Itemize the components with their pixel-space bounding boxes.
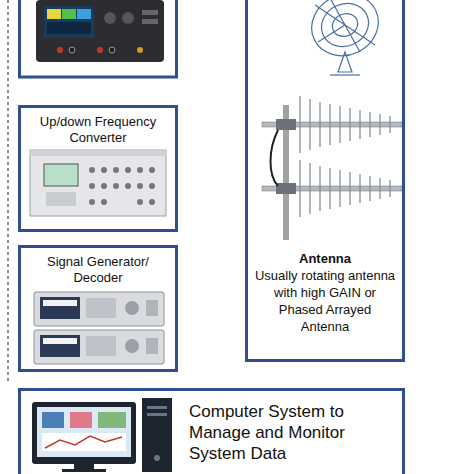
computer-box: Computer System to Manage and Monitor Sy… xyxy=(18,388,405,474)
antenna-box: AntennaUsually rotating antenna with hig… xyxy=(245,0,405,362)
text-wrap: Computer System to Manage and Monitor Sy… xyxy=(21,391,402,464)
text-wrap: AntennaUsually rotating antenna with hig… xyxy=(248,0,402,335)
converter-box: Up/down Frequency Converter xyxy=(18,105,178,232)
converter-picture xyxy=(30,150,166,216)
computer-picture xyxy=(32,398,172,472)
power-supply-picture xyxy=(36,0,164,62)
signal-generator-picture xyxy=(34,292,164,364)
generator-box: Signal Generator/ Decoder xyxy=(18,245,178,372)
dashed-guide xyxy=(7,0,9,382)
yagi-antenna-picture xyxy=(262,96,402,240)
box-label: Up/down Frequency Converter xyxy=(29,114,167,146)
instrument-box xyxy=(20,0,177,77)
text-wrap: Signal Generator/ Decoder xyxy=(21,248,175,286)
box-label: Signal Generator/ Decoder xyxy=(29,254,167,286)
box-heading: Antenna xyxy=(254,250,396,267)
box-label: Computer System to Manage and Monitor Sy… xyxy=(189,401,394,464)
box-label: Usually rotating antenna with high GAIN … xyxy=(254,267,396,335)
dish-antenna-picture xyxy=(302,0,389,75)
text-wrap: Up/down Frequency Converter xyxy=(21,108,175,146)
